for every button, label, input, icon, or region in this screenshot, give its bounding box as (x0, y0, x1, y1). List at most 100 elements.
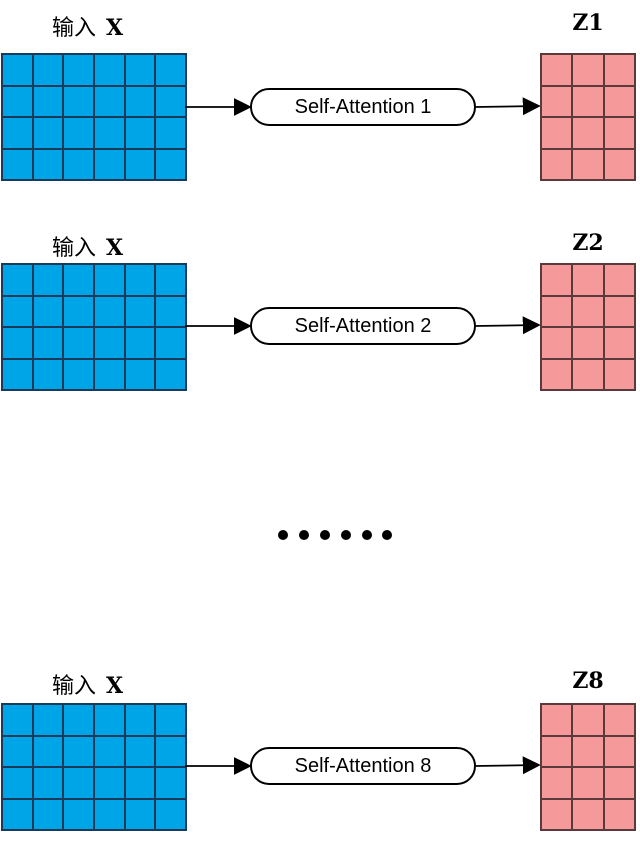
matrix-cell (63, 264, 94, 296)
matrix-cell (124, 148, 156, 180)
matrix-cell (63, 117, 94, 149)
matrix-cell (93, 735, 125, 767)
matrix-cell (572, 54, 604, 86)
input-matrix (1, 263, 187, 391)
matrix-cell (63, 704, 94, 736)
matrix-cell (603, 704, 635, 736)
matrix-cell (541, 767, 573, 799)
input-label: 输入 X (52, 10, 123, 42)
matrix-cell (572, 767, 604, 799)
matrix-cell (93, 358, 125, 390)
matrix-cell (32, 798, 64, 830)
matrix-cell (572, 148, 604, 180)
matrix-cell (572, 358, 604, 390)
output-label: Z2 (572, 230, 604, 256)
output-label: Z8 (572, 668, 604, 694)
matrix-cell (2, 735, 33, 767)
matrix-cell (63, 767, 94, 799)
input-label-x: X (106, 673, 124, 699)
dot (382, 530, 392, 540)
matrix-cell (93, 327, 125, 359)
output-matrix (540, 703, 636, 831)
matrix-cell (2, 117, 33, 149)
matrix-cell (603, 295, 635, 327)
matrix-cell (541, 148, 573, 180)
matrix-cell (155, 735, 186, 767)
input-label-cn: 输入 (52, 236, 97, 261)
matrix-cell (124, 767, 156, 799)
matrix-cell (541, 264, 573, 296)
matrix-cell (93, 148, 125, 180)
matrix-cell (572, 327, 604, 359)
matrix-cell (155, 327, 186, 359)
matrix-cell (603, 148, 635, 180)
matrix-cell (93, 85, 125, 117)
matrix-cell (124, 85, 156, 117)
matrix-cell (541, 295, 573, 327)
matrix-cell (93, 767, 125, 799)
matrix-cell (32, 358, 64, 390)
matrix-cell (2, 85, 33, 117)
matrix-cell (124, 735, 156, 767)
input-label-cn: 输入 (52, 16, 97, 41)
dot (299, 530, 309, 540)
dot (362, 530, 372, 540)
input-label-x: X (106, 15, 124, 41)
matrix-cell (63, 148, 94, 180)
dot (341, 530, 351, 540)
output-matrix (540, 263, 636, 391)
flow-arrows (185, 88, 541, 126)
matrix-cell (32, 264, 64, 296)
input-label: 输入 X (52, 230, 123, 262)
matrix-cell (155, 85, 186, 117)
input-matrix (1, 53, 187, 181)
arrow-out (474, 97, 541, 116)
flow-arrows (185, 747, 541, 785)
matrix-cell (2, 264, 33, 296)
matrix-cell (63, 85, 94, 117)
matrix-cell (63, 295, 94, 327)
matrix-cell (155, 295, 186, 327)
input-label-x: X (106, 235, 124, 261)
matrix-cell (2, 295, 33, 327)
matrix-cell (155, 54, 186, 86)
matrix-cell (572, 117, 604, 149)
matrix-cell (124, 54, 156, 86)
matrix-cell (603, 767, 635, 799)
matrix-cell (155, 704, 186, 736)
matrix-cell (124, 798, 156, 830)
arrow-out (474, 756, 541, 775)
matrix-cell (63, 358, 94, 390)
matrix-cell (2, 358, 33, 390)
matrix-cell (124, 117, 156, 149)
matrix-cell (93, 117, 125, 149)
input-matrix (1, 703, 187, 831)
matrix-cell (2, 704, 33, 736)
matrix-cell (32, 148, 64, 180)
matrix-cell (541, 358, 573, 390)
matrix-cell (32, 295, 64, 327)
matrix-cell (572, 295, 604, 327)
matrix-cell (93, 798, 125, 830)
matrix-cell (32, 767, 64, 799)
matrix-cell (603, 117, 635, 149)
matrix-cell (603, 85, 635, 117)
matrix-cell (2, 798, 33, 830)
matrix-cell (155, 358, 186, 390)
matrix-cell (155, 798, 186, 830)
matrix-cell (93, 704, 125, 736)
matrix-cell (124, 358, 156, 390)
matrix-cell (541, 327, 573, 359)
matrix-cell (603, 327, 635, 359)
output-matrix (540, 53, 636, 181)
matrix-cell (155, 264, 186, 296)
dot (278, 530, 288, 540)
matrix-cell (572, 264, 604, 296)
arrow-out (474, 316, 541, 335)
matrix-cell (63, 327, 94, 359)
self-attention-label: Self-Attention 1 (294, 96, 432, 118)
matrix-cell (541, 735, 573, 767)
matrix-cell (603, 358, 635, 390)
